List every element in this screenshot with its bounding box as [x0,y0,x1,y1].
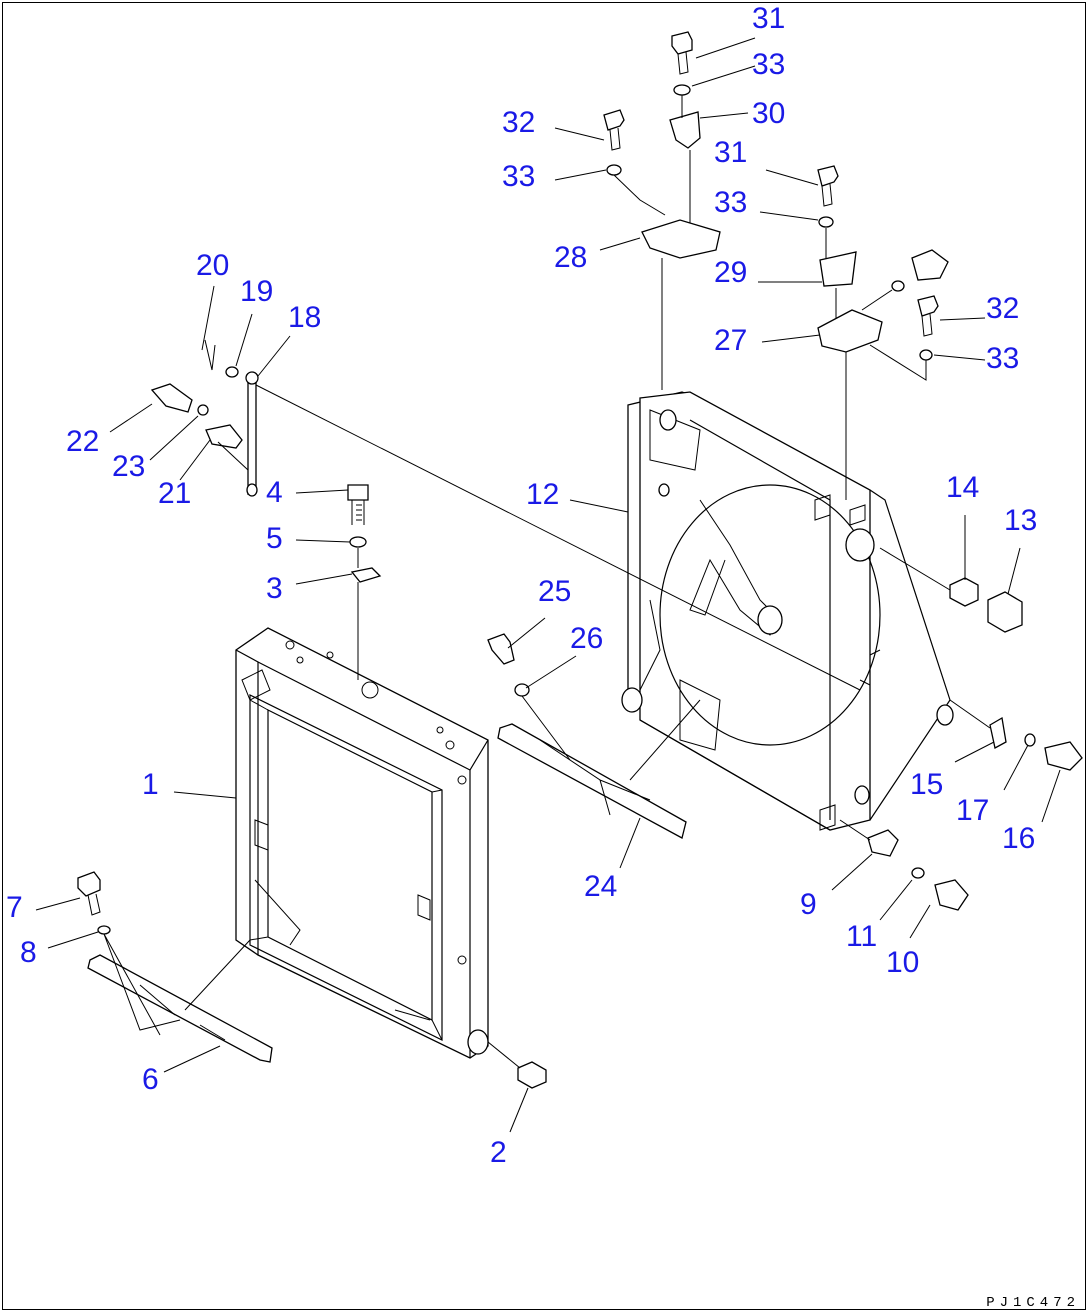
callout-19: 19 [240,275,274,308]
bracket-top [347,484,382,680]
callout-15: 15 [910,768,944,801]
callout-5: 5 [266,522,283,555]
callout-17: 17 [956,794,990,827]
leader-lines [35,37,1061,1133]
lower-bracket-right [839,819,969,911]
stay-rod-assembly [150,339,861,691]
lower-rail-left [77,871,273,1063]
side-plate-right [949,699,1083,771]
upper-brackets [603,31,949,500]
callout-23: 23 [112,450,146,483]
callout-4: 4 [266,476,283,509]
callout-27: 27 [714,324,748,357]
callout-22: 22 [66,425,100,458]
callout-16: 16 [1002,822,1036,855]
cap [467,1029,547,1089]
callout-12: 12 [526,478,560,511]
callout-33-top: 33 [752,48,786,81]
callout-28: 28 [554,241,588,274]
callout-33-right: 33 [986,342,1020,375]
radiator-frame [235,627,489,1059]
shroud-caps [879,547,1023,633]
lower-rail-right [487,633,701,839]
callout-8: 8 [20,936,37,969]
callout-3: 3 [266,572,283,605]
callout-24: 24 [584,870,618,903]
callout-25: 25 [538,575,572,608]
callout-1: 1 [142,768,159,801]
callout-20: 20 [196,249,230,282]
callout-26: 26 [570,622,604,655]
callout-11: 11 [846,920,878,953]
callout-29: 29 [714,256,748,289]
callout-9: 9 [800,888,817,921]
callout-7: 7 [6,891,23,924]
callout-14: 14 [946,471,980,504]
callout-6: 6 [142,1063,159,1096]
callout-32-right: 32 [986,292,1020,325]
callout-33-mid: 33 [714,186,748,219]
callout-33-left: 33 [502,160,536,193]
callout-2: 2 [490,1136,507,1169]
callout-13: 13 [1004,504,1038,537]
callout-21: 21 [158,477,192,510]
drawing-code: PJ1C472 [986,1295,1080,1311]
callout-18: 18 [288,301,322,334]
callout-10: 10 [886,946,920,979]
callout-31-top: 31 [752,2,786,35]
fan-shroud [621,391,954,831]
callout-30: 30 [752,97,786,130]
callout-32-left: 32 [502,106,536,139]
callout-31-right: 31 [714,136,748,169]
